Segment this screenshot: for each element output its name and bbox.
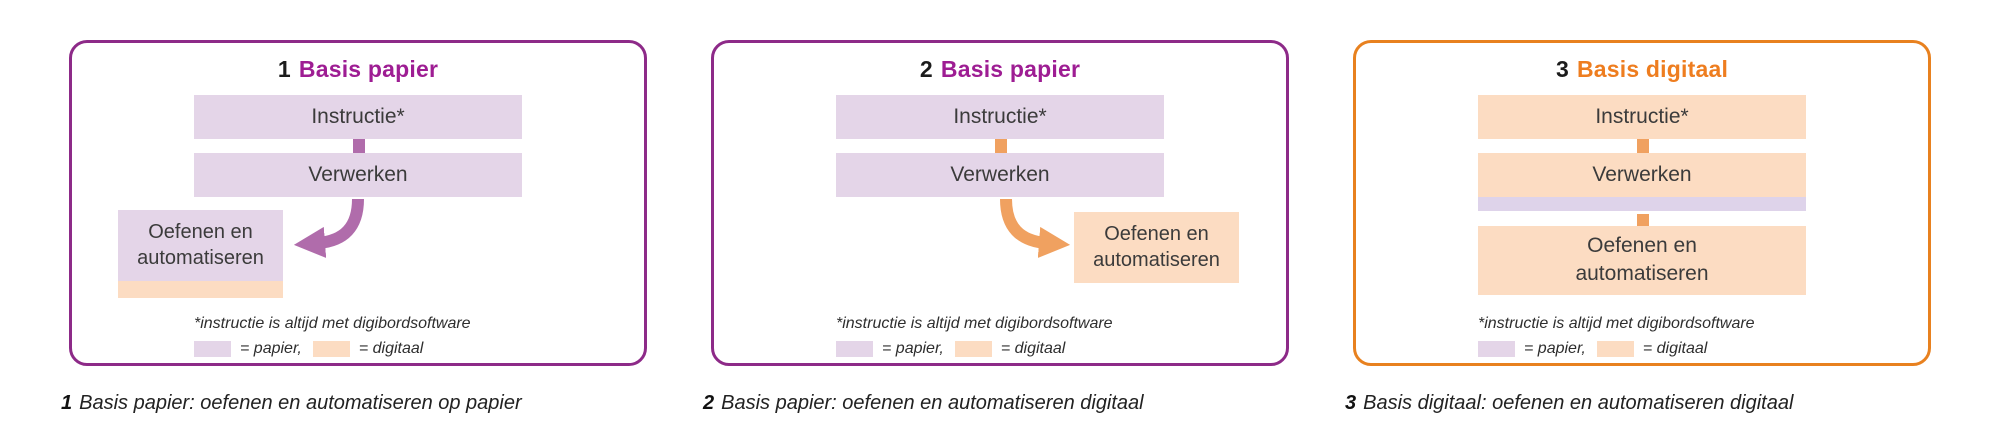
digitaal-label: = digitaal: [1000, 340, 1066, 357]
oefenen-line2: automatiseren: [1093, 249, 1220, 271]
digitaal-label: = digitaal: [358, 340, 424, 357]
panel-caption: 2 Basis papier: oefenen en automatiseren …: [703, 392, 1144, 415]
panel-title: 2 Basis papier: [714, 56, 1286, 83]
caption-number: 3: [1345, 392, 1357, 414]
digitaal-strip: [118, 281, 283, 298]
oefenen-box-body: Oefenen en automatiseren: [118, 210, 283, 281]
digitaal-swatch: [954, 341, 992, 357]
footnote: *instructie is altijd met digibordsoftwa…: [836, 315, 1176, 358]
digitaal-swatch: [1596, 341, 1634, 357]
caption-number: 1: [61, 392, 73, 414]
digitaal-swatch: [312, 341, 350, 357]
caption-text: Basis digitaal: oefenen en automatiseren…: [1363, 392, 1794, 414]
legend: = papier, = digitaal: [194, 340, 534, 358]
panel-title-text: Basis papier: [298, 56, 439, 82]
papier-swatch: [836, 341, 873, 357]
caption-text: Basis papier: oefenen en automatiseren d…: [721, 392, 1144, 414]
caption-number: 2: [703, 392, 715, 414]
oefenen-line1: Oefenen en: [148, 221, 253, 243]
footnote-note: *instructie is altijd met digibordsoftwa…: [836, 315, 1113, 332]
panel-2-basis-papier: 2 Basis papier Instructie* Verwerken Oefe…: [711, 40, 1289, 366]
oefenen-box-body: Oefenen en automatiseren: [1074, 212, 1239, 283]
papier-label: = papier,: [240, 340, 302, 357]
instructie-box: Instructie*: [194, 95, 522, 139]
panel-number: 2: [919, 56, 933, 82]
papier-label: = papier,: [1524, 340, 1586, 357]
caption-text: Basis papier: oefenen en automatiseren o…: [79, 392, 522, 414]
panel-number: 3: [1555, 56, 1569, 82]
verwerken-box: Verwerken: [1478, 153, 1806, 197]
instructie-box: Instructie*: [836, 95, 1164, 139]
footnote: *instructie is altijd met digibordsoftwa…: [194, 315, 534, 358]
footnote-note: *instructie is altijd met digibordsoftwa…: [194, 315, 471, 332]
step-connector: [1637, 214, 1649, 226]
step-connector: [353, 139, 365, 153]
panel-title: 3 Basis digitaal: [1356, 56, 1928, 83]
panel-1-basis-papier: 1 Basis papier Instructie* Verwerken Oefe…: [69, 40, 647, 366]
oefenen-line2: automatiseren: [137, 247, 264, 269]
papier-swatch: [1478, 341, 1515, 357]
oefenen-line1: Oefenen en: [1104, 223, 1209, 245]
step-connector: [995, 139, 1007, 153]
oefenen-box: Oefenen en automatiseren: [1074, 212, 1239, 283]
panel-title-text: Basis digitaal: [1576, 56, 1729, 82]
panel-caption: 3 Basis digitaal: oefenen en automatisere…: [1345, 392, 1793, 415]
panel-3-basis-digitaal: 3 Basis digitaal Instructie* Verwerken Oe…: [1353, 40, 1931, 366]
verwerken-box: Verwerken: [836, 153, 1164, 197]
legend: = papier, = digitaal: [1478, 340, 1818, 358]
oefenen-box: Oefenen en automatiseren: [118, 210, 283, 298]
panel-number: 1: [277, 56, 291, 82]
step-connector: [1637, 139, 1649, 153]
curved-arrow-down-left-icon: [293, 198, 364, 259]
digitaal-label: = digitaal: [1642, 340, 1708, 357]
footnote: *instructie is altijd met digibordsoftwa…: [1478, 315, 1818, 358]
panel-title-text: Basis papier: [940, 56, 1081, 82]
papier-strip: [1478, 197, 1806, 211]
verwerken-box: Verwerken: [194, 153, 522, 197]
panel-title: 1 Basis papier: [72, 56, 644, 83]
papier-swatch: [194, 341, 231, 357]
papier-label: = papier,: [882, 340, 944, 357]
legend: = papier, = digitaal: [836, 340, 1176, 358]
footnote-note: *instructie is altijd met digibordsoftwa…: [1478, 315, 1755, 332]
curved-arrow-down-right-icon: [1000, 198, 1071, 259]
panel-caption: 1 Basis papier: oefenen en automatiseren …: [61, 392, 522, 415]
oefenen-line1: Oefenen en: [1587, 234, 1697, 257]
oefenen-line2: automatiseren: [1575, 262, 1709, 285]
instructie-box: Instructie*: [1478, 95, 1806, 139]
oefenen-box: Oefenen en automatiseren: [1478, 226, 1806, 295]
